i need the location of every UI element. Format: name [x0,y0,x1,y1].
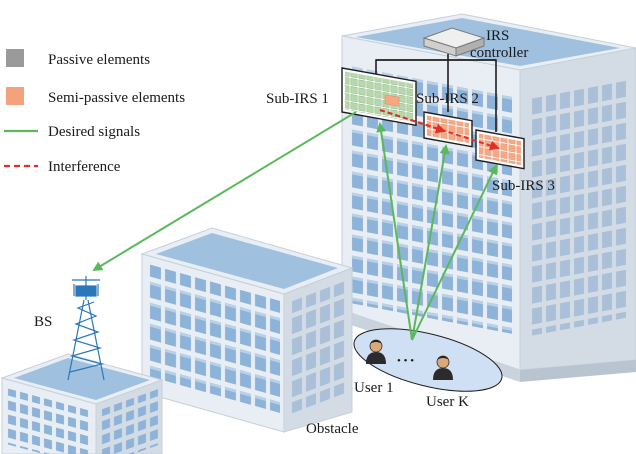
user-1-hair [370,340,382,344]
user-k-icon [433,355,453,380]
bs-roof-inner [14,358,150,400]
legend-passive: Passive elements [6,49,150,68]
tower-antenna-head [75,285,97,297]
tower-lattice [69,301,105,373]
sub-irs-1-semi-element [384,94,400,107]
legend-interference-label: Interference [48,159,121,175]
bs-window-grid-front [6,388,92,454]
obstacle-window-grid-front [148,264,280,413]
tall-building-side-windows [530,77,626,336]
interference-to-sub-irs-3 [379,109,500,151]
semi-passive-swatch [6,87,24,105]
signal-sub-irs-1-to-bs [92,111,357,272]
legend: Passive elements Semi-passive elements D… [4,49,185,175]
signal-user-to-sub-irs-3 [411,164,498,341]
controller-label-line1: IRS [486,28,509,44]
obstacle-side-windows [290,280,346,414]
sub-irs-1-panel [341,67,417,127]
sub-irs-1-label: Sub-IRS 1 [266,91,329,107]
obstacle-building: Obstacle [140,227,359,437]
legend-desired: Desired signals [4,124,140,140]
bs-side-windows [100,389,158,454]
sub-irs-3-label: Sub-IRS 3 [492,178,555,194]
obstacle-window-grid-side [290,280,346,414]
user-dots: • • • [397,355,414,367]
bs-tower [67,276,105,381]
tall-building-roof-inner [356,18,620,66]
user-k-hair [437,356,449,360]
user-1-icon [366,339,386,364]
bs-front-windows [6,388,92,454]
bs-building [0,353,164,454]
obstacle-roof-inner [156,233,338,289]
signal-user-to-sub-irs-1 [376,122,413,341]
controller-label-line2: controller [470,45,528,61]
control-wires [375,54,497,132]
legend-desired-label: Desired signals [48,124,140,140]
obstacle-front-windows [148,264,280,413]
legend-passive-label: Passive elements [48,52,150,68]
legend-semi-passive-label: Semi-passive elements [48,90,185,106]
sub-irs-2: Sub-IRS 2 [416,91,479,148]
legend-semi-passive: Semi-passive elements [6,87,185,106]
bs-label: BS [34,314,52,330]
desired-signals [92,111,498,341]
tall-building [341,13,636,382]
user-zone-ellipse [353,328,503,392]
user-zone: • • • User 1 User K [353,328,503,410]
tall-building-base-side [520,360,636,382]
window-grid-side [530,77,626,336]
interference-signals [379,109,500,151]
sub-irs-1-grid [345,71,413,122]
sub-irs-2-label: Sub-IRS 2 [416,91,479,107]
passive-swatch [6,49,24,67]
controller-side [455,37,485,57]
sub-irs-1: Sub-IRS 1 [266,67,417,127]
user-1-label: User 1 [354,380,394,396]
obstacle-label: Obstacle [306,421,359,437]
user-1-body [366,352,386,364]
user-k-label: User K [426,394,469,410]
user-k-body [433,368,453,380]
legend-interference: Interference [4,159,121,175]
signal-user-to-sub-irs-2 [411,144,450,341]
irs-controller: IRS controller [422,27,528,61]
bs-window-grid-side [100,389,158,454]
